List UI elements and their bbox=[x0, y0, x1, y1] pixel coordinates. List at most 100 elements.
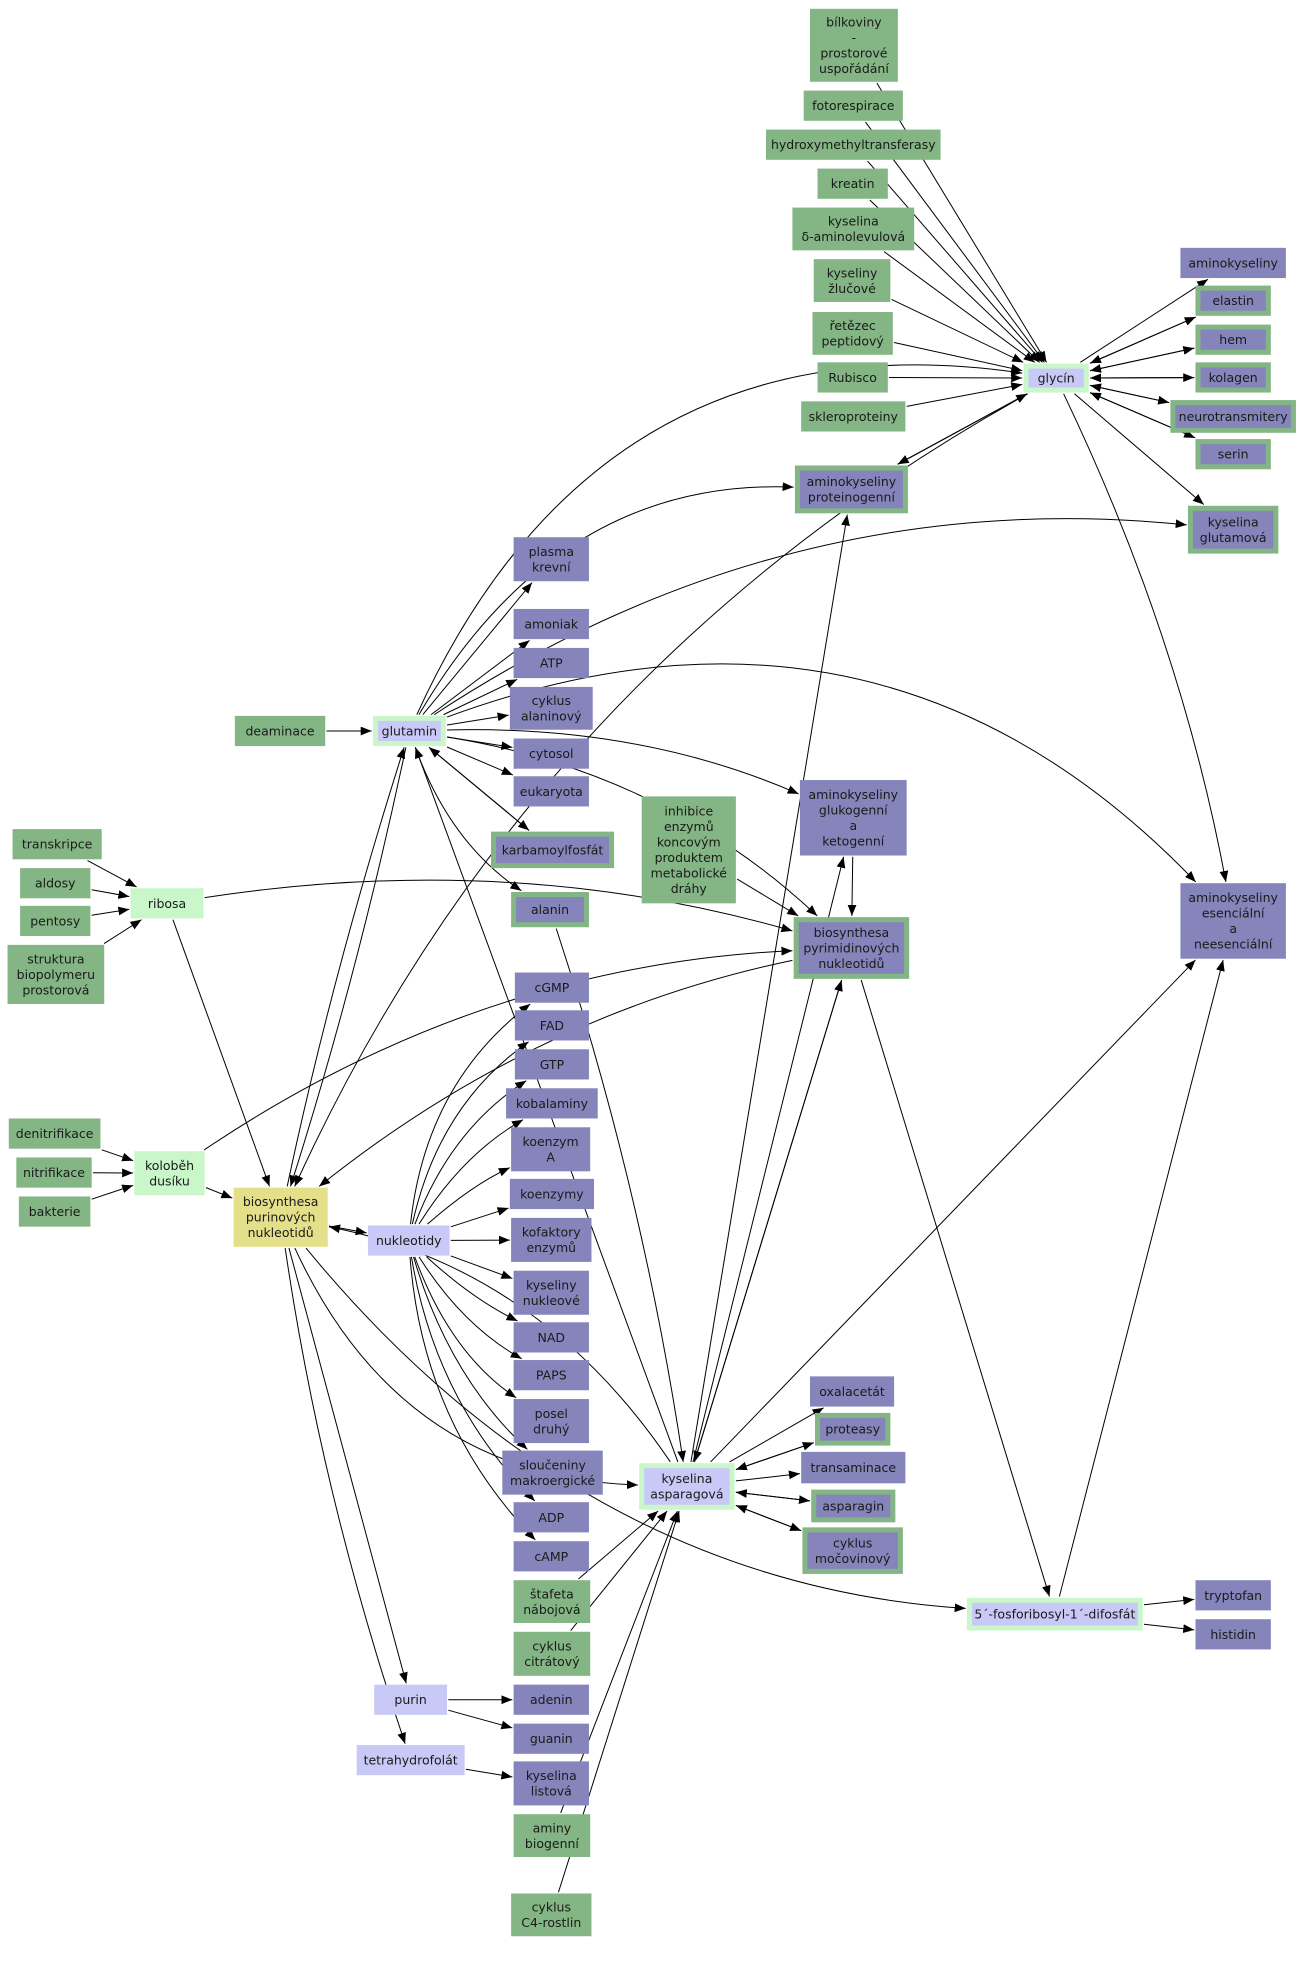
node-box bbox=[20, 905, 91, 937]
node-neurotransmitery[interactable]: neurotransmitery bbox=[1170, 400, 1296, 433]
node-ribosa[interactable]: ribosa bbox=[130, 888, 204, 919]
node-label: cyklus bbox=[532, 1900, 571, 1915]
node-pentosy[interactable]: pentosy bbox=[20, 905, 91, 937]
node-tryptofan[interactable]: tryptofan bbox=[1195, 1580, 1271, 1611]
edge-glutamin-to-proteinogenni bbox=[418, 482, 794, 715]
node-nukleotidy[interactable]: nukleotidy bbox=[367, 1225, 450, 1256]
node-kreatin[interactable]: kreatin bbox=[817, 168, 888, 199]
node-glutamin[interactable]: glutamin bbox=[372, 715, 446, 747]
node-glycin[interactable]: glycín bbox=[1023, 363, 1089, 393]
edge-karbamoylfosfat-to-glutamin bbox=[428, 746, 530, 831]
node-bakterie[interactable]: bakterie bbox=[18, 1196, 91, 1227]
node-label: druhý bbox=[533, 1421, 570, 1436]
node-cgmp[interactable]: cGMP bbox=[514, 972, 589, 1003]
node-koenzymy[interactable]: koenzymy bbox=[509, 1178, 594, 1210]
node-label: kyseliny bbox=[827, 265, 878, 280]
node-label: elastin bbox=[1212, 293, 1254, 308]
node-asparagin[interactable]: asparagin bbox=[811, 1489, 896, 1523]
node-transkripce[interactable]: transkripce bbox=[12, 829, 102, 860]
node-karbamoylfosfat[interactable]: karbamoylfosfát bbox=[491, 831, 615, 869]
node-transaminace[interactable]: transaminace bbox=[801, 1451, 906, 1484]
node-serin[interactable]: serin bbox=[1195, 439, 1271, 470]
edge-glutamin-to-glukogenni bbox=[447, 729, 799, 795]
node-box bbox=[12, 829, 102, 860]
node-label: enzymů bbox=[526, 1240, 576, 1255]
node-prpp[interactable]: 5´-fosforibosyl-1´-difosfát bbox=[966, 1597, 1143, 1631]
node-cytosol[interactable]: cytosol bbox=[513, 738, 589, 769]
node-histidin[interactable]: histidin bbox=[1195, 1619, 1271, 1650]
node-adenin[interactable]: adenin bbox=[513, 1684, 589, 1715]
node-atp[interactable]: ATP bbox=[513, 647, 589, 679]
edge-thf-to-listova bbox=[465, 1768, 513, 1780]
node-oxalacetat[interactable]: oxalacetát bbox=[809, 1376, 895, 1407]
node-guanin[interactable]: guanin bbox=[513, 1723, 589, 1754]
node-label: asparagin bbox=[822, 1498, 884, 1513]
node-label: oxalacetát bbox=[819, 1384, 885, 1399]
node-paps[interactable]: PAPS bbox=[513, 1360, 589, 1391]
node-fotorespirace[interactable]: fotorespirace bbox=[803, 90, 903, 121]
node-proteasy[interactable]: proteasy bbox=[814, 1412, 891, 1446]
node-camp[interactable]: cAMP bbox=[513, 1541, 589, 1572]
node-inhibice[interactable]: inhibiceenzymůkoncovýmproduktemmetabolic… bbox=[641, 796, 736, 904]
node-label: histidin bbox=[1210, 1627, 1256, 1642]
edge-denitrifikace-to-kolobeh bbox=[101, 1149, 134, 1162]
node-denitrifikace[interactable]: denitrifikace bbox=[8, 1118, 101, 1149]
node-thf[interactable]: tetrahydrofolát bbox=[356, 1745, 465, 1776]
node-label: kyseliny bbox=[526, 1277, 577, 1292]
node-skleroproteiny[interactable]: skleroproteiny bbox=[801, 401, 906, 432]
node-fad[interactable]: FAD bbox=[514, 1010, 589, 1041]
edge-glutamin-to-pyrimidin bbox=[446, 736, 818, 917]
node-nad[interactable]: NAD bbox=[513, 1322, 589, 1353]
node-alanin[interactable]: alanin bbox=[511, 892, 589, 928]
node-nitrifikace[interactable]: nitrifikace bbox=[16, 1157, 92, 1188]
node-eukaryota[interactable]: eukaryota bbox=[513, 776, 589, 807]
node-box bbox=[511, 1127, 591, 1172]
node-label: peptidový bbox=[822, 334, 885, 349]
edge-aldosy-to-ribosa bbox=[91, 889, 130, 899]
node-adp[interactable]: ADP bbox=[513, 1502, 589, 1533]
node-kobalaminy[interactable]: kobalaminy bbox=[506, 1088, 598, 1119]
node-elastin[interactable]: elastin bbox=[1195, 285, 1271, 316]
node-amoniak[interactable]: amoniak bbox=[513, 608, 589, 640]
node-hydroxymethyltransferasy[interactable]: hydroxymethyltransferasy bbox=[766, 129, 941, 160]
node-kolagen[interactable]: kolagen bbox=[1195, 362, 1271, 393]
node-aminokyseliny[interactable]: aminokyseliny bbox=[1180, 247, 1286, 279]
edge-kolobeh-to-purinove bbox=[205, 1187, 233, 1199]
node-label: biosynthesa bbox=[243, 1194, 319, 1209]
node-rubisco[interactable]: Rubisco bbox=[817, 362, 888, 393]
node-hem[interactable]: hem bbox=[1195, 324, 1271, 355]
node-label: amoniak bbox=[524, 617, 579, 632]
node-box bbox=[801, 1451, 906, 1484]
node-purin[interactable]: purin bbox=[374, 1684, 448, 1715]
node-aldosy[interactable]: aldosy bbox=[20, 868, 91, 899]
node-deaminace[interactable]: deaminace bbox=[234, 715, 326, 747]
node-gtp[interactable]: GTP bbox=[514, 1049, 589, 1080]
